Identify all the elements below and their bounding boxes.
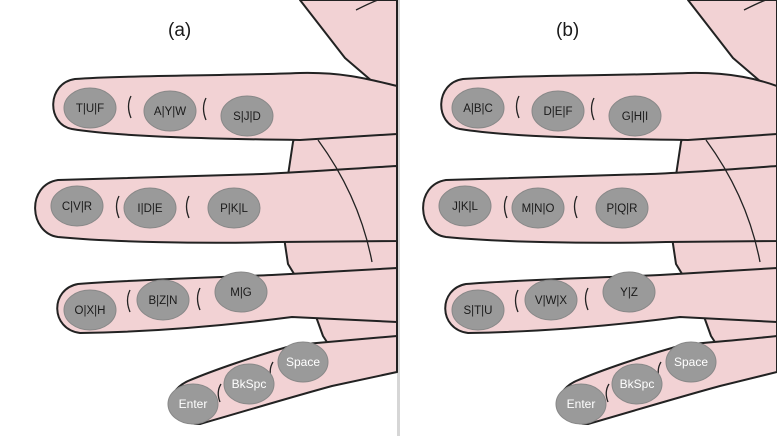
key: J|K|L (439, 186, 491, 226)
key-label: BkSpc (620, 377, 655, 391)
panel-a: (a) T|U|F A|Y|W S|J|D C|V|R I|D|E P|K|L … (35, 0, 397, 424)
key: Space (278, 342, 328, 382)
panel-label: (b) (556, 20, 579, 41)
key: S|T|U (452, 290, 504, 330)
key-label: O|X|H (75, 305, 106, 317)
key-label: Y|Z (620, 287, 638, 299)
key: Space (666, 342, 716, 382)
key: C|V|R (51, 186, 103, 226)
key-label: S|J|D (233, 111, 261, 123)
key: S|J|D (221, 96, 273, 136)
key: T|U|F (64, 88, 116, 128)
key-label: B|Z|N (149, 295, 178, 307)
key-label: M|N|O (522, 203, 555, 215)
key-label: J|K|L (452, 201, 478, 213)
panel-b: (b) A|B|C D|E|F G|H|I J|K|L M|N|O P|Q|R … (423, 0, 777, 424)
key: O|X|H (64, 290, 116, 330)
key-label: Space (286, 355, 320, 369)
key: A|B|C (452, 88, 504, 128)
key: A|Y|W (144, 91, 196, 131)
key-label: C|V|R (62, 201, 92, 213)
key-label: I|D|E (137, 203, 162, 215)
key: P|Q|R (596, 188, 648, 228)
key: P|K|L (208, 188, 260, 228)
key: M|G (215, 272, 267, 312)
key-label: P|K|L (220, 203, 248, 215)
key-label: Enter (179, 397, 208, 411)
key: Enter (168, 384, 218, 424)
key-label: T|U|F (76, 103, 104, 115)
key: Y|Z (603, 272, 655, 312)
key: B|Z|N (137, 280, 189, 320)
key: M|N|O (512, 188, 564, 228)
key-label: Enter (567, 397, 596, 411)
key: BkSpc (612, 364, 662, 404)
key-label: D|E|F (544, 106, 573, 118)
key: D|E|F (532, 91, 584, 131)
key-label: S|T|U (464, 305, 493, 317)
key-label: G|H|I (622, 111, 648, 123)
key: G|H|I (609, 96, 661, 136)
key: I|D|E (124, 188, 176, 228)
key-label: Space (674, 355, 708, 369)
key-label: M|G (230, 287, 252, 299)
key-label: A|Y|W (154, 106, 186, 118)
key-label: P|Q|R (607, 203, 638, 215)
key: Enter (556, 384, 606, 424)
key-label: A|B|C (463, 103, 493, 115)
key-label: BkSpc (232, 377, 267, 391)
key-label: V|W|X (535, 295, 567, 307)
panel-label: (a) (168, 20, 191, 41)
key: BkSpc (224, 364, 274, 404)
key: V|W|X (525, 280, 577, 320)
